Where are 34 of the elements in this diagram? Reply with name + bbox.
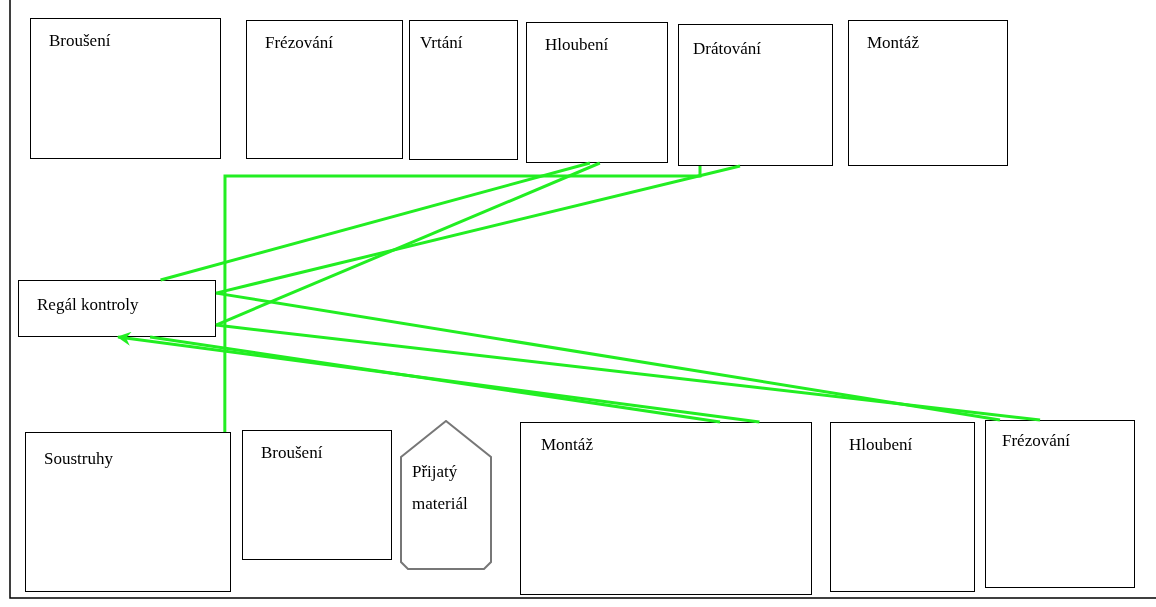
area-label: Montáž: [867, 33, 919, 53]
work-area-box: [25, 432, 231, 592]
work-area-box: [409, 20, 518, 160]
work-area-box: [30, 18, 221, 159]
work-area-box: [830, 422, 975, 592]
connector-line: [149, 335, 721, 424]
arrow: [116, 331, 760, 424]
work-area-box: [848, 20, 1008, 166]
area-label: Přijatý materiál: [412, 461, 469, 515]
area-label: Frézování: [1002, 431, 1070, 451]
work-area-box: [246, 20, 403, 159]
work-area-box: [18, 280, 216, 337]
connector-line: [160, 161, 591, 282]
area-label: Vrtání: [420, 33, 463, 53]
connector-line: [215, 323, 1041, 422]
work-area-box: [242, 430, 392, 560]
work-area-box: [985, 420, 1135, 588]
area-label: Drátování: [693, 39, 761, 59]
work-area-box: [520, 422, 812, 595]
pentagon-area: [400, 420, 492, 570]
area-label: Hloubení: [849, 435, 913, 455]
area-label: Hloubení: [545, 35, 609, 55]
area-label: Regál kontroly: [37, 295, 139, 315]
area-label: Broušení: [49, 31, 111, 51]
area-label: Frézování: [265, 33, 333, 53]
connector-line: [223, 166, 702, 432]
area-label: Montáž: [541, 435, 593, 455]
connector-line: [215, 291, 1001, 422]
area-label: Broušení: [261, 443, 323, 463]
work-area-box: [678, 24, 833, 166]
work-area-box: [526, 22, 668, 163]
area-label: Soustruhy: [44, 449, 113, 469]
connector-line: [215, 164, 741, 295]
connector-line: [215, 161, 601, 327]
